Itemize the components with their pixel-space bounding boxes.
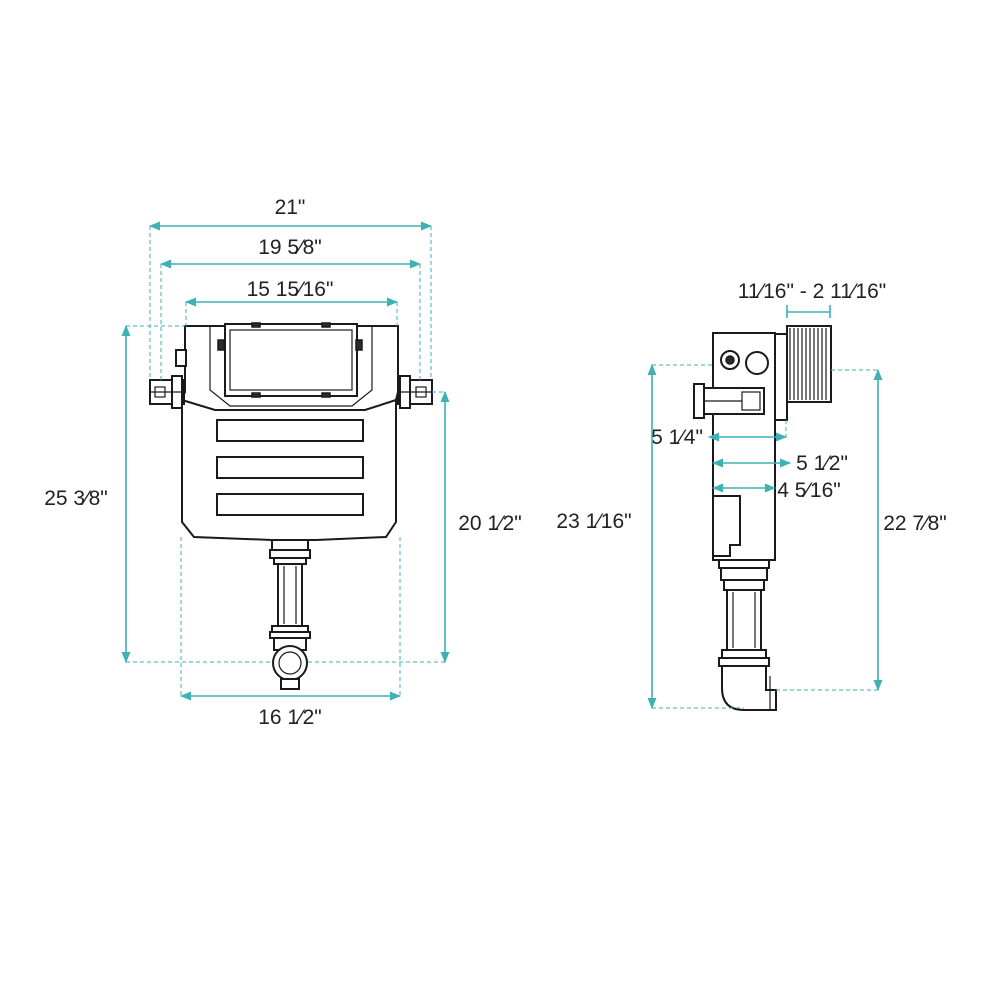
label-width-brackets: 19 5⁄8": [258, 236, 322, 259]
label-width-body: 16 1⁄2": [258, 706, 322, 729]
dim-depth-c: 4 5⁄16": [711, 479, 841, 502]
dim-depth-b: 5 1⁄2": [711, 452, 848, 475]
dim-width-body: 16 1⁄2": [179, 537, 402, 729]
dim-width-overall: 21": [148, 196, 433, 380]
dim-height-overall: 25 3⁄8": [44, 324, 272, 664]
dim-height-bracket: 20 1⁄2": [308, 390, 522, 664]
label-height-outlet: 22 7⁄8": [883, 512, 947, 535]
label-width-top: 15 15⁄16": [247, 278, 334, 301]
slot-1: [216, 419, 364, 442]
label-depth-b: 5 1⁄2": [796, 452, 848, 475]
dim-wall-range: 11⁄16" - 2 11⁄16": [738, 280, 886, 318]
slot-3: [216, 493, 364, 516]
front-view: 21" 19 5⁄8" 15 15⁄16" 25 3⁄8" 20 1⁄2": [44, 196, 522, 729]
dim-width-top: 15 15⁄16": [184, 278, 399, 326]
side-view: 11⁄16" - 2 11⁄16" 5 1⁄4" 5 1⁄2" 4 5⁄16" …: [556, 280, 947, 711]
dim-height-overall-side: 23 1⁄16": [556, 363, 744, 710]
label-depth-a: 5 1⁄4": [651, 426, 703, 449]
dim-height-outlet: 22 7⁄8": [776, 368, 947, 692]
dim-width-brackets: 19 5⁄8": [159, 236, 422, 380]
slot-2: [216, 456, 364, 479]
right-bracket: [397, 375, 433, 409]
flush-pipe: [269, 539, 311, 690]
cistern-body: [175, 322, 399, 541]
label-height-overall: 25 3⁄8": [44, 487, 108, 510]
left-bracket: [149, 375, 185, 409]
label-height-bracket: 20 1⁄2": [458, 512, 522, 535]
dim-depth-a: 5 1⁄4": [651, 420, 788, 449]
label-depth-c: 4 5⁄16": [777, 479, 841, 502]
side-pipe: [718, 559, 777, 711]
side-body: [693, 325, 832, 561]
label-width-overall: 21": [275, 196, 306, 219]
label-wall-range: 11⁄16" - 2 11⁄16": [738, 280, 886, 303]
label-height-overall-side: 23 1⁄16": [556, 510, 631, 533]
access-frame: [224, 323, 358, 397]
